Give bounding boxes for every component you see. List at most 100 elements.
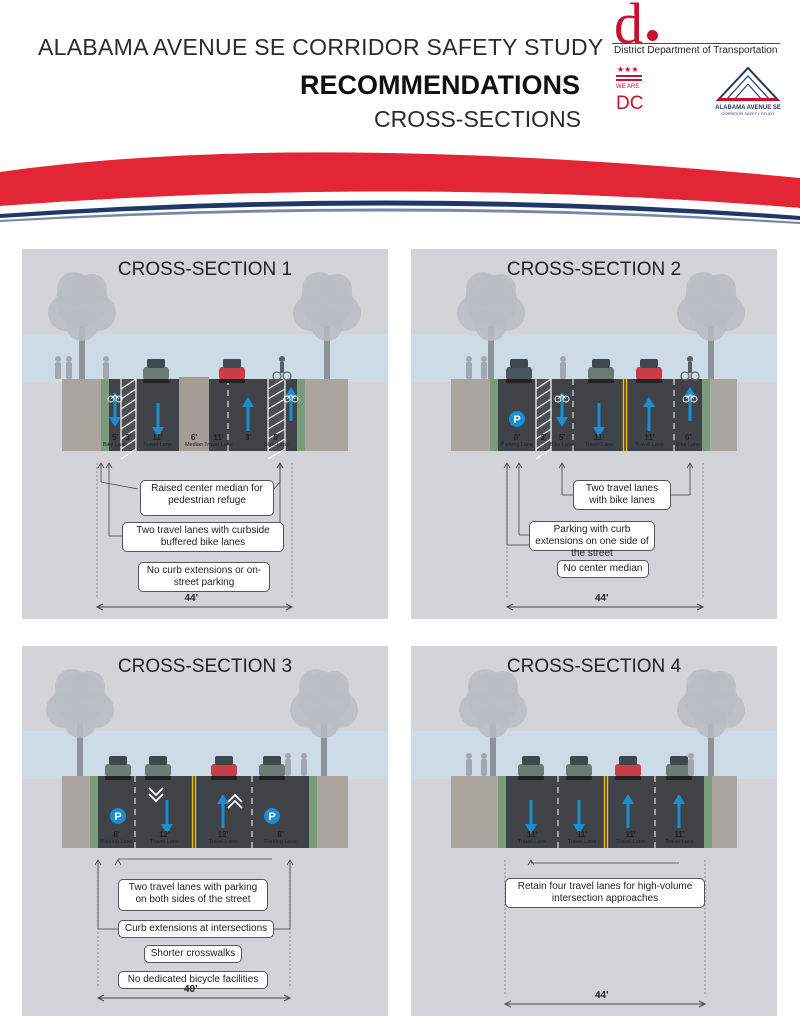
tree-trunk — [708, 716, 714, 776]
lane-arrow-down — [593, 427, 605, 437]
callout-leader-arrowhead — [515, 462, 523, 469]
bike-wheel — [690, 371, 700, 381]
cross-section-3-title: CROSS-SECTION 3 — [117, 656, 293, 677]
curb-left — [498, 776, 506, 848]
callout-leader-arrowhead — [686, 462, 694, 469]
pedestrian-head — [688, 753, 694, 759]
lane-arrow-up — [673, 794, 685, 804]
buffer-hatch — [120, 378, 137, 390]
note-box: Parking with curb extensions on one side… — [529, 521, 655, 559]
sharrow-chevron — [148, 787, 164, 797]
car-body — [566, 764, 592, 777]
pedestrian-body — [301, 759, 307, 776]
car-body — [105, 764, 131, 777]
cyclist-body — [280, 362, 284, 373]
total-width: 40' — [184, 984, 198, 995]
lane-arrow-up — [217, 794, 229, 804]
cross-section-4-title: CROSS-SECTION 4 — [506, 656, 682, 677]
lane-width: 11' — [213, 433, 224, 442]
lane-type: Parking Lane — [500, 442, 534, 448]
note-box: No curb extensions or on-street parking — [138, 562, 270, 592]
pedestrian-body — [66, 362, 72, 379]
study-logo: ALABAMA AVENUE SE CORRIDOR SAFETY STUDY — [715, 66, 781, 116]
car-bumper — [566, 776, 592, 780]
lane-width: 5' — [111, 433, 119, 442]
car-bumper — [615, 776, 641, 780]
tree-canopy — [486, 274, 516, 304]
bike-symbol-frame — [557, 394, 567, 400]
pedestrian-head — [560, 356, 566, 362]
bike-wheel — [680, 371, 690, 381]
tree-canopy — [695, 309, 727, 341]
buffer-hatch — [535, 438, 552, 450]
buffer-hatch — [535, 448, 552, 460]
parking-icon-letter: P — [513, 414, 520, 426]
note-box: Curb extensions at intersections — [118, 920, 274, 938]
svg-text:ALABAMA AVENUE SE: ALABAMA AVENUE SE — [715, 105, 781, 111]
lane-width: 11' — [644, 433, 655, 442]
lane-arrow-shaft — [113, 393, 117, 419]
lane-width-label: 11'Travel Lane — [579, 433, 619, 448]
tree-trunk — [79, 319, 85, 379]
car-body — [259, 764, 285, 777]
lane-arrow-down — [525, 824, 537, 834]
car-body — [211, 764, 237, 777]
parking-icon — [110, 808, 126, 824]
lane-arrow-down — [556, 417, 568, 427]
car-windshield — [670, 756, 688, 765]
car-windshield — [263, 756, 281, 765]
pedestrian-body — [55, 362, 61, 379]
callout-leader-arrowhead — [94, 859, 102, 866]
sky-band — [22, 334, 388, 382]
note-box: No center median — [557, 560, 649, 578]
lane-width-label: 8'Parking Lane — [497, 433, 537, 448]
tree-trunk — [324, 319, 330, 379]
tree-trunk — [321, 716, 327, 776]
car-windshield — [147, 359, 165, 368]
parking-icon — [264, 808, 280, 824]
lane-type: Travel Lane — [208, 839, 238, 845]
car-bumper — [211, 776, 237, 780]
buffer-hatch — [535, 398, 552, 410]
lane-arrow-up — [242, 397, 254, 407]
callout-leader-arrowhead — [105, 462, 113, 469]
buffer-hatch — [120, 428, 137, 440]
bike-symbol-wheel — [291, 395, 299, 403]
cyclist-body — [688, 362, 692, 373]
car-bumper — [105, 776, 131, 780]
car-windshield — [215, 756, 233, 765]
curb-right — [702, 379, 710, 451]
car-windshield — [592, 359, 610, 368]
note-box: Two travel lanes with bike lanes — [573, 480, 671, 510]
lane-arrow-shaft — [165, 800, 169, 826]
car-bumper — [506, 379, 532, 383]
lane-width: 5' — [558, 433, 566, 442]
car-windshield — [570, 756, 588, 765]
buffer-hatch — [535, 408, 552, 420]
lane-arrow-shaft — [688, 395, 692, 421]
curb-left — [101, 379, 109, 451]
cross-section-1-drawing — [22, 272, 388, 611]
lane-arrow-shaft — [626, 802, 630, 828]
lane-arrow-up — [285, 387, 297, 397]
note-box: No dedicated bicycle facilities — [118, 971, 268, 989]
pedestrian-head — [301, 753, 307, 759]
svg-text:CORRIDOR SAFETY STUDY: CORRIDOR SAFETY STUDY — [721, 111, 774, 116]
pedestrian-body — [285, 759, 291, 776]
tree-canopy — [488, 671, 518, 701]
lane-width: 3' — [125, 433, 132, 442]
lane-type: Bike Lane — [102, 442, 128, 448]
lane-type: Travel Lane — [635, 442, 664, 448]
bike-wheel — [282, 371, 292, 381]
lane-width: 11' — [593, 433, 605, 442]
car-body — [506, 367, 532, 380]
curb-right — [704, 776, 712, 848]
lane-width-label: 3' — [524, 433, 564, 442]
ddot-logo-dot — [647, 30, 658, 41]
pedestrian-head — [66, 356, 72, 362]
sky-band — [411, 731, 777, 779]
lane-arrow-down — [573, 824, 585, 834]
